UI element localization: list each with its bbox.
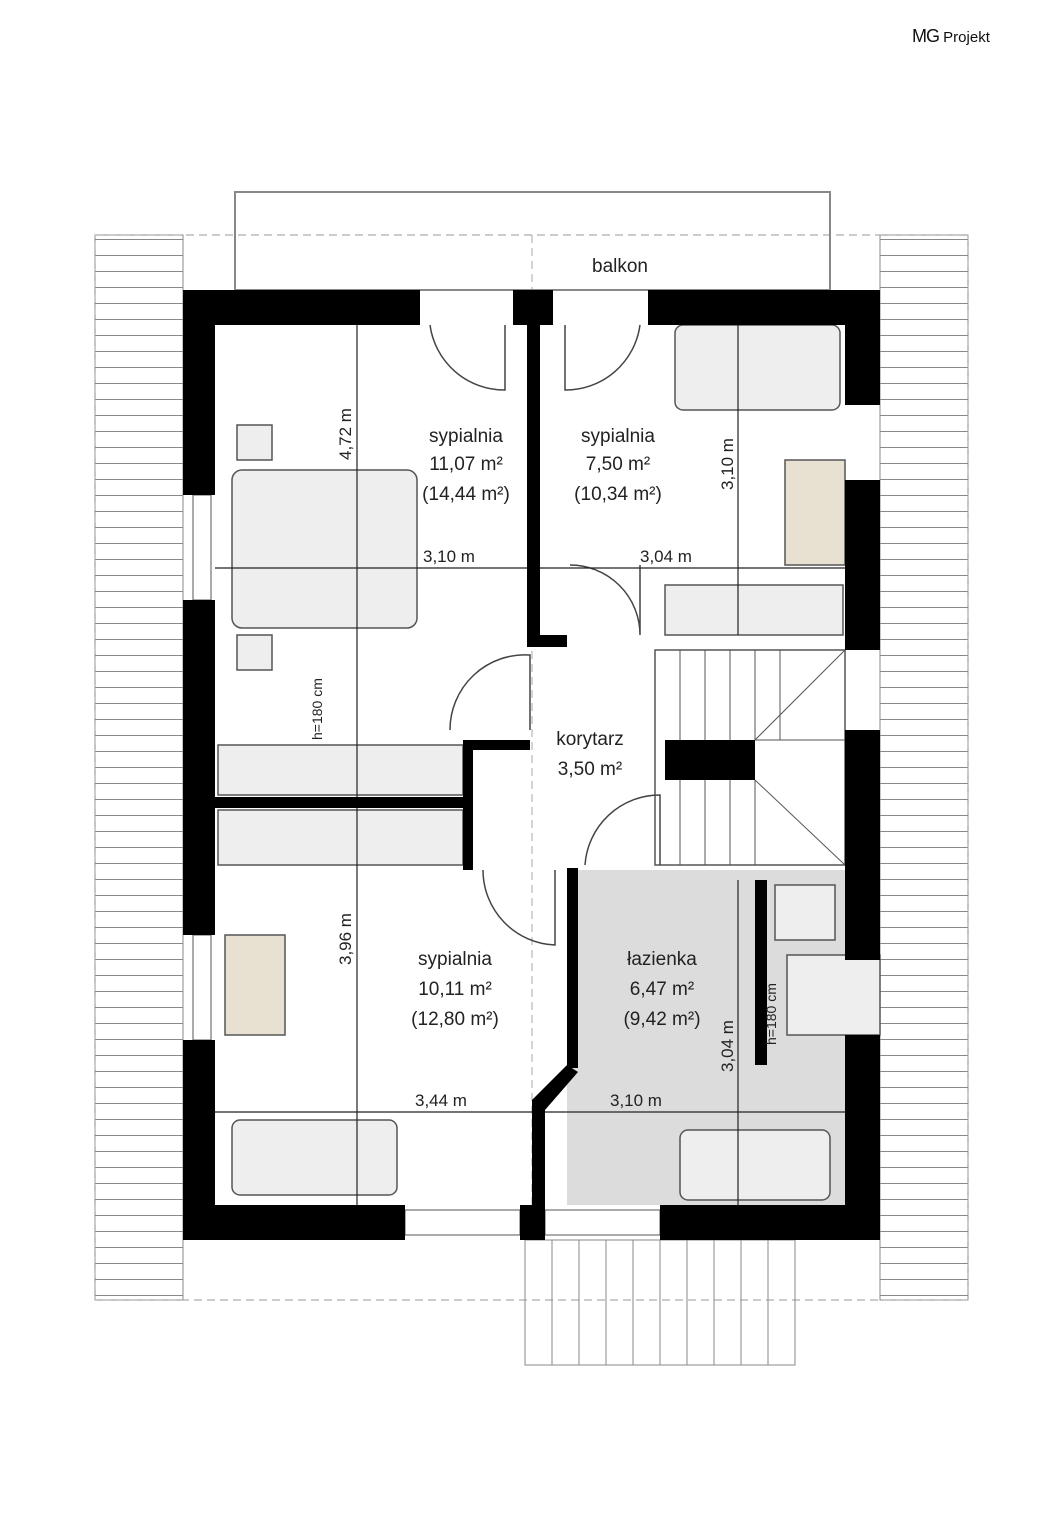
room-area-total-bedroom2: (10,34 m²)	[574, 484, 662, 505]
dimension-label: 3,10 m	[610, 1091, 662, 1110]
room-area-total-bedroom1: (14,44 m²)	[422, 484, 510, 505]
dimension-label: 3,10 m	[718, 438, 737, 490]
room-label-bathroom: łazienka	[627, 949, 697, 970]
windows	[192, 494, 661, 1236]
dimension-label: 3,04 m	[718, 1020, 737, 1072]
height-label: h=180 cm	[309, 678, 325, 740]
room-area-bedroom3: 10,11 m²	[418, 979, 492, 1000]
room-area-bedroom2: 7,50 m²	[586, 454, 650, 475]
door-swings	[429, 324, 661, 946]
room-label-balkon: balkon	[592, 256, 648, 277]
room-area-bedroom1: 11,07 m²	[429, 454, 503, 475]
room-area-total-bedroom3: (12,80 m²)	[411, 1009, 499, 1030]
roof-right	[879, 234, 969, 1301]
height-label: h=180 cm	[763, 983, 779, 1045]
bathroom-floor	[567, 870, 845, 1205]
room-label-bedroom1: sypialnia	[429, 426, 503, 447]
room-area-corridor: 3,50 m²	[558, 759, 622, 780]
brand-logo: MG Projekt	[912, 26, 990, 46]
dimension-lines	[215, 325, 845, 1205]
stairs	[679, 649, 846, 866]
dimension-label: 3,04 m	[640, 547, 692, 566]
dimension-label: 3,10 m	[423, 547, 475, 566]
roof-left	[94, 234, 184, 1301]
room-area-total-bathroom: (9,42 m²)	[623, 1009, 700, 1030]
dimension-label: 3,96 m	[336, 913, 355, 965]
dimension-label: 4,72 m	[336, 408, 355, 460]
room-area-bathroom: 6,47 m²	[630, 979, 694, 1000]
room-label-bedroom2: sypialnia	[581, 426, 655, 447]
walls	[183, 290, 880, 1240]
room-label-bedroom3: sypialnia	[418, 949, 492, 970]
room-label-corridor: korytarz	[556, 729, 624, 750]
external-stairs	[524, 1239, 796, 1366]
dimension-label: 3,44 m	[415, 1091, 467, 1110]
